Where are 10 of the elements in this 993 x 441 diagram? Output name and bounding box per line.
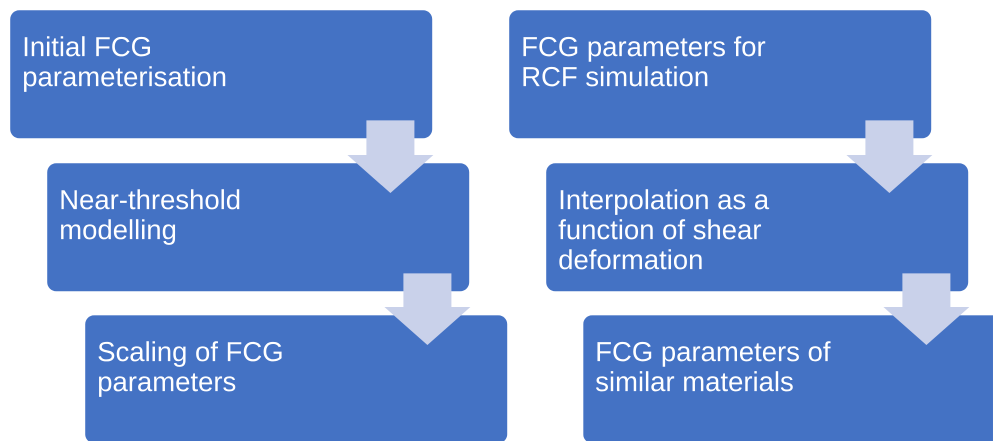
process-box: FCG parameters for RCF simulation	[509, 10, 932, 138]
process-box: FCG parameters of similar materials	[583, 315, 993, 441]
block-arrow	[384, 273, 470, 345]
process-box: Initial FCG parameterisation	[10, 10, 432, 138]
process-box: Scaling of FCG parameters	[85, 315, 508, 441]
process-box: Near-threshold modelling	[47, 163, 470, 292]
block-arrow	[347, 120, 434, 193]
block-arrow	[846, 120, 932, 193]
process-box: Interpolation as a function of shear deformation	[546, 163, 968, 292]
block-arrow	[883, 273, 970, 345]
